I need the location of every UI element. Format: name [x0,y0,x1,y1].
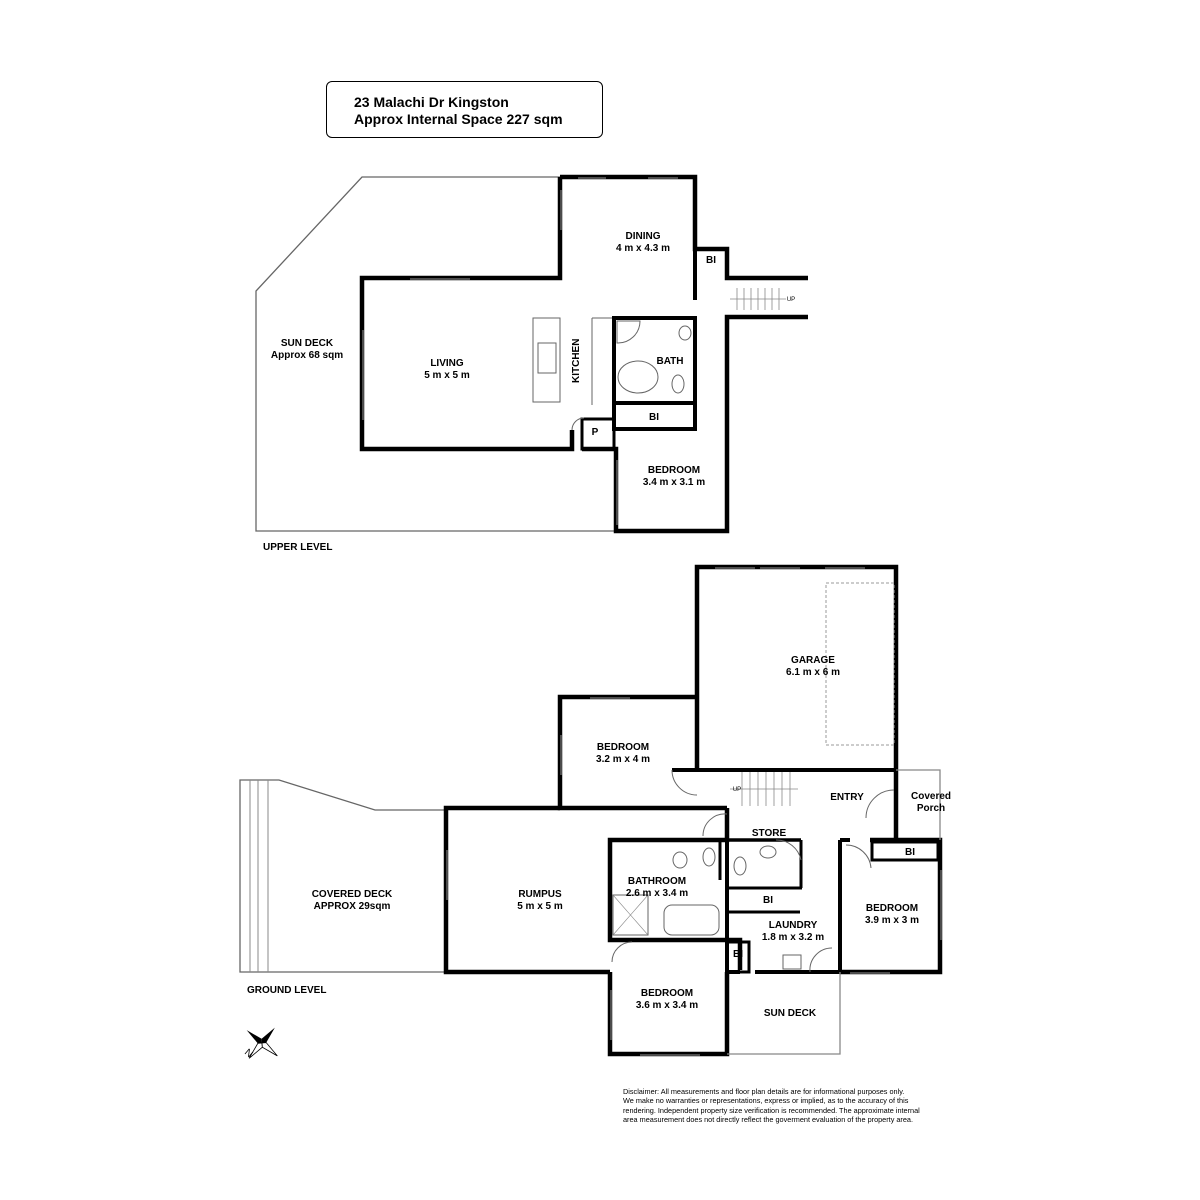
store-toilet [733,856,747,876]
ground-bath-tub [663,904,720,936]
store-basin [759,845,777,859]
garage-walls [694,564,899,840]
rumpus-walls [443,805,610,975]
bedroom3-bi-label: BI [733,949,743,960]
disclaimer-line: Disclaimer: All measurements and floor p… [623,1087,905,1096]
upper-wall-west [359,177,575,452]
disclaimer-line: area measurement does not directly refle… [623,1114,914,1124]
compass-icon [246,1027,278,1059]
bath-toilet [671,374,685,394]
bedroom2-bi-label: BI [905,847,915,858]
bedroom3-bi [725,940,751,974]
laundry-bi-label: BI [763,895,773,906]
ground-stairs-label: UP [732,787,742,793]
covered-deck-outline [239,779,446,973]
kitchen-label: KITCHEN [571,338,582,383]
upper-level-label: UPPER LEVEL [263,542,333,553]
pantry-label: P [591,427,599,438]
disclaimer: Disclaimer: All measurements and floor p… [623,1087,943,1124]
kitchen-sink [537,342,557,374]
bath-tub [617,360,659,394]
upper-wall-north [560,174,808,281]
disclaimer-line: rendering. Independent property size ver… [623,1105,920,1115]
ground-basin [672,851,688,869]
upper-stairs-icon [730,288,786,310]
pantry-walls [580,417,616,451]
ground-windows [446,567,942,1056]
upper-sun-deck-outline [255,176,616,532]
upper-windows [362,177,678,525]
bath-basin [678,325,692,341]
disclaimer-line: We make no warranties or representations… [623,1096,909,1106]
ground-shower [612,894,649,936]
entry-label: ENTRY [830,792,864,803]
bedroom3-walls [607,972,730,1057]
upper-bi-label-2: BI [649,412,659,423]
bedroom2-walls [840,837,943,975]
ground-level-label: GROUND LEVEL [247,985,327,996]
bedroom1-walls [557,694,697,811]
ground-sun-deck-outline [727,972,841,1055]
ground-stairs-icon [730,772,798,806]
bath-label: BATH [656,356,684,367]
bath-shower [616,320,641,344]
upper-stairs-label: UP [786,297,796,303]
laundry-tub [782,954,802,970]
store-label: STORE [751,828,787,839]
bathroom-walls [607,808,743,970]
upper-bi-label-1: BI [706,255,716,266]
upper-bi-walls [612,401,697,431]
bedroom2-bi [870,840,940,862]
covered-deck-railing [249,780,269,972]
ground-sun-deck-label: SUN DECK [763,1008,817,1019]
ground-toilet [702,847,716,867]
title-box: 23 Malachi Dr Kingston Approx Internal S… [326,81,603,138]
internal-space: Approx Internal Space 227 sqm [354,111,563,127]
door-swings [611,769,895,973]
covered-porch-outline [896,769,941,840]
address: 23 Malachi Dr Kingston [354,94,509,110]
kitchen-island [532,317,561,403]
